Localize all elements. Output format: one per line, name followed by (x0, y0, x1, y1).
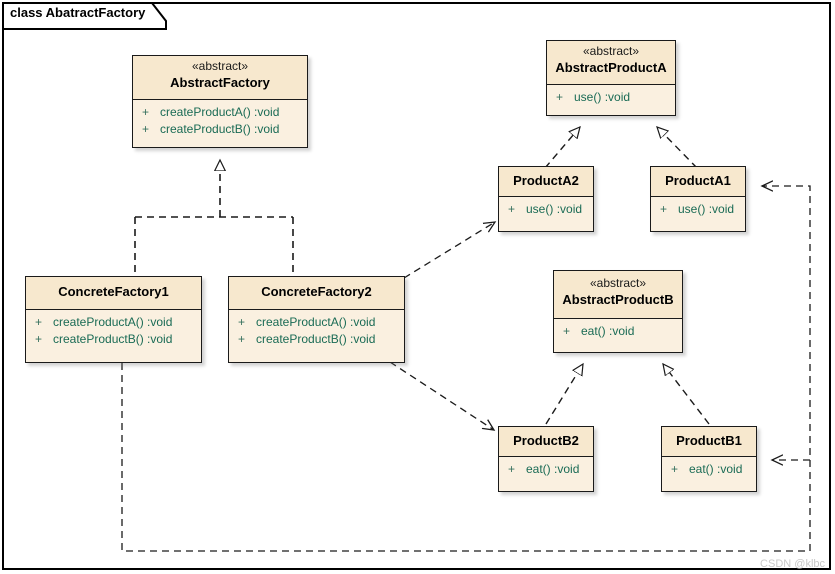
method-return-type: :void (350, 332, 376, 346)
class-name: ProductA1 (665, 173, 731, 188)
method-return-type: :void (609, 324, 635, 338)
method-return-type: :void (254, 122, 280, 136)
class-header: «abstract» AbstractProductA (547, 41, 675, 85)
method-return-type: :void (147, 332, 173, 346)
class-methods: + createProductA() :void + createProductB(… (133, 100, 307, 143)
method-signature: eat() (581, 324, 606, 338)
class-methods: + use() :void (499, 197, 593, 223)
method-return-type: :void (350, 315, 376, 329)
class-abstract-product-b[interactable]: «abstract» AbstractProductB + eat() :void (553, 270, 683, 353)
class-stereotype: «abstract» (191, 59, 249, 73)
class-stereotype: «abstract» (582, 44, 640, 58)
method-signature: eat() (689, 462, 714, 476)
method-return-type: :void (604, 90, 631, 104)
class-methods: + use() :void (547, 85, 675, 111)
class-stereotype: «abstract» (589, 276, 647, 290)
method-signature: use() (574, 90, 602, 104)
method-visibility: + (35, 332, 43, 346)
method-visibility: + (660, 202, 668, 216)
class-abstract-factory[interactable]: «abstract» AbstractFactory + createProduc… (132, 55, 308, 148)
method-row: + eat() :void (662, 461, 756, 478)
method-row: + createProductB() :void (229, 331, 404, 348)
method-signature: use() (678, 202, 706, 216)
class-name: ProductB1 (676, 433, 742, 448)
method-row: + use() :void (651, 201, 745, 218)
class-methods: + eat() :void (662, 457, 756, 483)
method-return-type: :void (554, 462, 580, 476)
class-header: ProductB1 (662, 427, 756, 457)
class-name: ProductA2 (513, 173, 579, 188)
class-name: ConcreteFactory2 (261, 284, 372, 299)
method-visibility: + (563, 324, 571, 338)
class-header: ConcreteFactory1 (26, 277, 201, 310)
class-header: ConcreteFactory2 (229, 277, 404, 310)
class-header: ProductA1 (651, 167, 745, 197)
class-product-b2[interactable]: ProductB2 + eat() :void (498, 426, 594, 492)
method-row: + use() :void (499, 201, 593, 218)
method-signature: createProductB() (256, 332, 347, 346)
method-visibility: + (238, 315, 246, 329)
class-name: ConcreteFactory1 (58, 284, 169, 299)
method-signature: createProductA() (160, 105, 251, 119)
class-abstract-product-a[interactable]: «abstract» AbstractProductA + use() :void (546, 40, 676, 116)
method-return-type: :void (556, 202, 583, 216)
method-signature: eat() (526, 462, 551, 476)
class-product-a2[interactable]: ProductA2 + use() :void (498, 166, 594, 232)
method-signature: createProductB() (53, 332, 144, 346)
class-header: ProductB2 (499, 427, 593, 457)
method-signature: use() (526, 202, 554, 216)
class-header: «abstract» AbstractProductB (554, 271, 682, 319)
method-row: + eat() :void (554, 323, 682, 340)
method-signature: createProductB() (160, 122, 251, 136)
class-header: ProductA2 (499, 167, 593, 197)
class-concrete-factory2[interactable]: ConcreteFactory2 + createProductA() :void… (228, 276, 405, 363)
class-name: AbstractFactory (170, 75, 270, 90)
method-visibility: + (238, 332, 246, 346)
method-visibility: + (142, 105, 150, 119)
method-return-type: :void (147, 315, 173, 329)
method-row: + createProductB() :void (133, 121, 307, 138)
method-visibility: + (35, 315, 43, 329)
class-product-b1[interactable]: ProductB1 + eat() :void (661, 426, 757, 492)
method-signature: createProductA() (53, 315, 144, 329)
class-header: «abstract» AbstractFactory (133, 56, 307, 100)
class-methods: + eat() :void (499, 457, 593, 483)
class-methods: + createProductA() :void + createProductB(… (229, 310, 404, 353)
class-methods: + eat() :void (554, 319, 682, 345)
method-visibility: + (556, 90, 564, 104)
method-return-type: :void (254, 105, 280, 119)
class-methods: + createProductA() :void + createProductB(… (26, 310, 201, 353)
class-name: AbstractProductA (555, 60, 667, 75)
method-visibility: + (508, 462, 516, 476)
class-product-a1[interactable]: ProductA1 + use() :void (650, 166, 746, 232)
class-methods: + use() :void (651, 197, 745, 223)
method-row: + eat() :void (499, 461, 593, 478)
frame-title-label: class AbatractFactory (10, 5, 146, 20)
method-return-type: :void (717, 462, 743, 476)
method-return-type: :void (708, 202, 735, 216)
method-visibility: + (142, 122, 150, 136)
watermark-label: CSDN @klbc (760, 558, 825, 570)
method-visibility: + (671, 462, 679, 476)
method-signature: createProductA() (256, 315, 347, 329)
method-row: + use() :void (547, 89, 675, 106)
method-row: + createProductB() :void (26, 331, 201, 348)
method-row: + createProductA() :void (229, 314, 404, 331)
class-name: ProductB2 (513, 433, 579, 448)
class-name: AbstractProductB (562, 292, 674, 307)
class-concrete-factory1[interactable]: ConcreteFactory1 + createProductA() :void… (25, 276, 202, 363)
method-row: + createProductA() :void (26, 314, 201, 331)
method-row: + createProductA() :void (133, 104, 307, 121)
method-visibility: + (508, 202, 516, 216)
